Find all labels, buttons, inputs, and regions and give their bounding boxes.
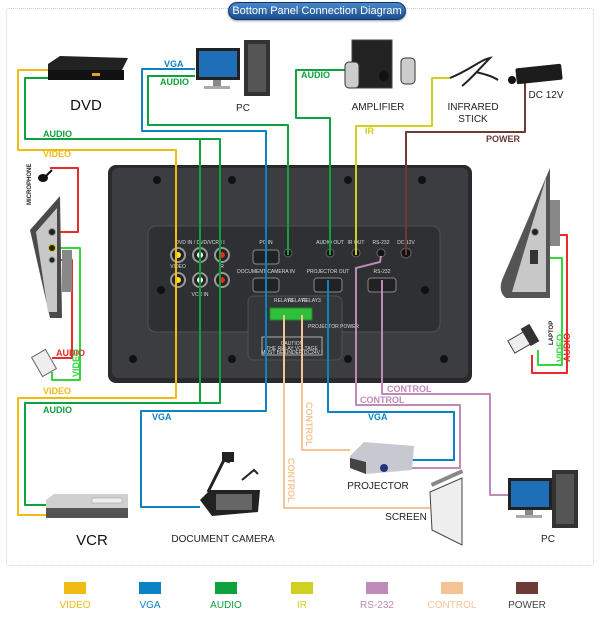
dc12v-label: DC 12V xyxy=(528,90,563,101)
legend-item-rs-232: RS-232 xyxy=(337,578,417,611)
bottom-panel: CAUTION THE RELAY VOLTAGE MUST BE UNDER … xyxy=(108,165,472,383)
r-label: R xyxy=(220,264,224,270)
screen-label: SCREEN xyxy=(385,512,427,523)
right-side-panel xyxy=(500,168,560,298)
video-vcr-label: VIDEO xyxy=(43,386,71,396)
ir-label: IR xyxy=(365,126,375,136)
legend-label: IR xyxy=(297,600,307,611)
legend-label: VGA xyxy=(139,600,161,611)
video-label: VIDEO xyxy=(170,264,186,270)
caution-title: CAUTION xyxy=(281,341,304,347)
vcr-label: VCR xyxy=(76,532,108,549)
legend-swatch xyxy=(441,582,463,594)
legend-swatch xyxy=(291,582,313,594)
relay3-label: RELAY3 xyxy=(302,298,321,304)
dvd-player xyxy=(48,56,128,80)
legend-item-control: CONTROL xyxy=(412,578,492,611)
microphone xyxy=(38,169,53,182)
legend-item-ir: IR xyxy=(262,578,342,611)
wire-mic xyxy=(50,167,79,233)
power-label: POWER xyxy=(486,134,521,144)
relay-terminal xyxy=(269,307,313,321)
relay2-label: RELAY2 xyxy=(288,298,307,304)
side-video-right-label: VIDEO xyxy=(555,334,565,362)
legend: VIDEO VGA AUDIO IR RS-232 CONTROL POWER xyxy=(0,578,600,618)
microphone-label: MICROPHONE xyxy=(27,164,33,205)
projector-out-label: PROJECTOR OUT xyxy=(307,269,350,275)
dvd-label: DVD xyxy=(70,97,102,114)
connection-diagram: CAUTION THE RELAY VOLTAGE MUST BE UNDER … xyxy=(17,39,578,549)
projector-label: PROJECTOR xyxy=(347,481,409,492)
laptop xyxy=(507,323,540,354)
diagram-title: Bottom Panel Connection Diagram xyxy=(228,2,406,20)
vga-pc-label: VGA xyxy=(164,59,184,69)
audio-vcr-label: AUDIO xyxy=(43,405,72,415)
tablet-device xyxy=(30,348,58,378)
audio-pc-label: AUDIO xyxy=(160,77,189,87)
rs232-top-label: RS-232 xyxy=(373,240,390,246)
pc-bottom xyxy=(508,470,578,528)
legend-label: AUDIO xyxy=(210,600,242,611)
document-camera-label: DOCUMENT CAMERA xyxy=(171,534,274,545)
projection-screen xyxy=(429,469,464,546)
infrared-stick-label-2: STICK xyxy=(458,114,488,125)
legend-item-vga: VGA xyxy=(110,578,190,611)
legend-label: CONTROL xyxy=(427,600,477,611)
wire-side-video-right xyxy=(537,257,563,366)
pc-top xyxy=(196,40,270,96)
video-dvd-label: VIDEO xyxy=(43,149,71,159)
projector xyxy=(350,442,414,474)
legend-swatch xyxy=(516,582,538,594)
caution-line2: MUST BE UNDER DC24V ! xyxy=(261,350,323,356)
legend-label: POWER xyxy=(508,600,546,611)
left-side-panel xyxy=(30,196,72,318)
legend-swatch xyxy=(366,582,388,594)
pc-top-label: PC xyxy=(236,103,250,114)
wire-audio-amp xyxy=(295,69,345,245)
amplifier-label: AMPLIFIER xyxy=(352,102,405,113)
dc-adapter xyxy=(508,63,563,85)
side-video-left-label: VIDEO xyxy=(71,349,81,377)
legend-item-power: POWER xyxy=(487,578,567,611)
legend-label: RS-232 xyxy=(360,600,394,611)
legend-item-video: VIDEO xyxy=(35,578,115,611)
legend-item-audio: AUDIO xyxy=(186,578,266,611)
amplifier xyxy=(344,39,416,89)
legend-swatch xyxy=(139,582,161,594)
control-proj-label: CONTROL xyxy=(304,402,314,447)
legend-label: VIDEO xyxy=(59,600,91,611)
infrared-stick xyxy=(449,56,499,87)
control-rs232-pc-label: CONTROL xyxy=(387,384,432,394)
pc-bottom-label: PC xyxy=(541,534,555,545)
legend-swatch xyxy=(215,582,237,594)
vga-proj-label: VGA xyxy=(368,412,388,422)
control-screen-label: CONTROL xyxy=(286,458,296,503)
side-audio-right-label: AUDIO xyxy=(562,333,572,362)
vga-doc-label: VGA xyxy=(152,412,172,422)
infrared-stick-label-1: INFRARED xyxy=(447,102,498,113)
rs232-label: RS-232 xyxy=(374,269,391,275)
relay1-label: RELAY1 xyxy=(274,298,293,304)
side-audio-left-label: AUDIO xyxy=(56,348,85,358)
laptop-label: LAPTOP xyxy=(549,321,555,345)
vcr xyxy=(46,494,128,518)
wire-side-video-left xyxy=(51,247,81,381)
audio-dvd-label: AUDIO xyxy=(43,129,72,139)
control-rs232-proj-label: CONTROL xyxy=(360,395,405,405)
document-camera xyxy=(200,452,260,516)
caution-line1: THE RELAY VOLTAGE xyxy=(266,346,318,352)
audio-amp-label: AUDIO xyxy=(301,70,330,80)
legend-swatch xyxy=(64,582,86,594)
projector-power-label: PROJECTOR POWER xyxy=(308,324,359,330)
